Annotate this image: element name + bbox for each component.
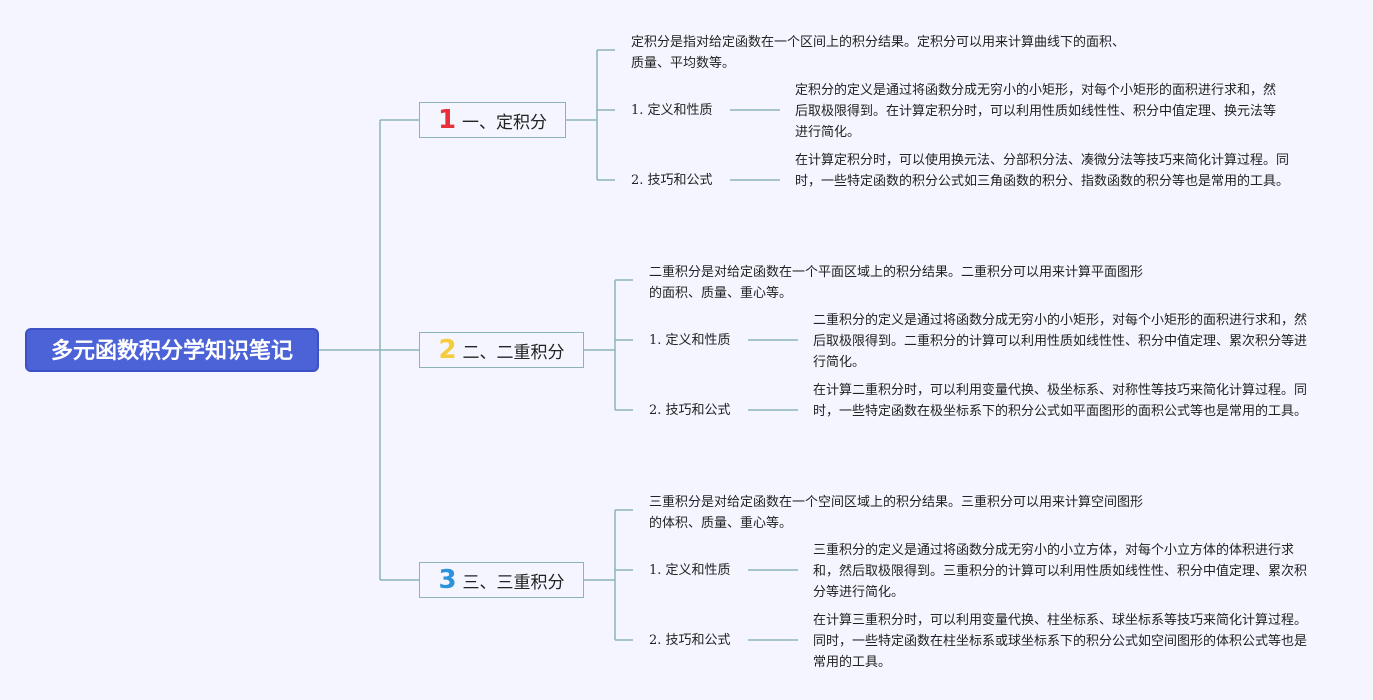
root-topic[interactable]: 多元函数积分学知识笔记	[25, 328, 319, 372]
subtopic-detail: 二重积分的定义是通过将函数分成无穷小的小矩形，对每个小矩形的面积进行求和，然后取…	[813, 313, 1308, 370]
subtopic-detail: 三重积分的定义是通过将函数分成无穷小的小立方体，对每个小立方体的体积进行求和，然…	[813, 543, 1308, 600]
subtopic-label[interactable]: 2. 技巧和公式	[649, 633, 731, 648]
branch-summary: 三重积分是对给定函数在一个空间区域上的积分结果。三重积分可以用来计算空间图形的体…	[649, 495, 1144, 531]
number-two-icon: 2	[438, 335, 457, 365]
subtopic-label[interactable]: 1. 定义和性质	[631, 103, 713, 118]
branch-triple-integral[interactable]: 3 三、三重积分	[419, 562, 584, 598]
subtopic-label[interactable]: 2. 技巧和公式	[649, 403, 731, 418]
number-one-icon: 1	[437, 105, 457, 135]
subtopic-detail: 在计算三重积分时，可以利用变量代换、柱坐标系、球坐标系等技巧来简化计算过程。同时…	[813, 613, 1308, 670]
number-three-icon: 3	[438, 565, 457, 595]
subtopic-detail: 在计算定积分时，可以使用换元法、分部积分法、凑微分法等技巧来简化计算过程。同时，…	[795, 153, 1290, 189]
branch-label: 二、二重积分	[462, 342, 565, 363]
subtopic-label[interactable]: 1. 定义和性质	[649, 333, 731, 348]
branch-definite-integral[interactable]: 1 一、定积分	[419, 102, 566, 138]
branch-summary: 定积分是指对给定函数在一个区间上的积分结果。定积分可以用来计算曲线下的面积、质量…	[631, 35, 1126, 71]
branch-double-integral[interactable]: 2 二、二重积分	[419, 332, 584, 368]
subtopic-label[interactable]: 1. 定义和性质	[649, 563, 731, 578]
subtopic-detail: 定积分的定义是通过将函数分成无穷小的小矩形，对每个小矩形的面积进行求和，然后取极…	[795, 83, 1277, 140]
subtopic-label[interactable]: 2. 技巧和公式	[631, 173, 713, 188]
branch-label: 三、三重积分	[462, 572, 565, 593]
branch-label: 一、定积分	[462, 112, 548, 133]
subtopic-detail: 在计算二重积分时，可以利用变量代换、极坐标系、对称性等技巧来简化计算过程。同时，…	[813, 383, 1308, 419]
branch-summary: 二重积分是对给定函数在一个平面区域上的积分结果。二重积分可以用来计算平面图形的面…	[649, 265, 1144, 301]
